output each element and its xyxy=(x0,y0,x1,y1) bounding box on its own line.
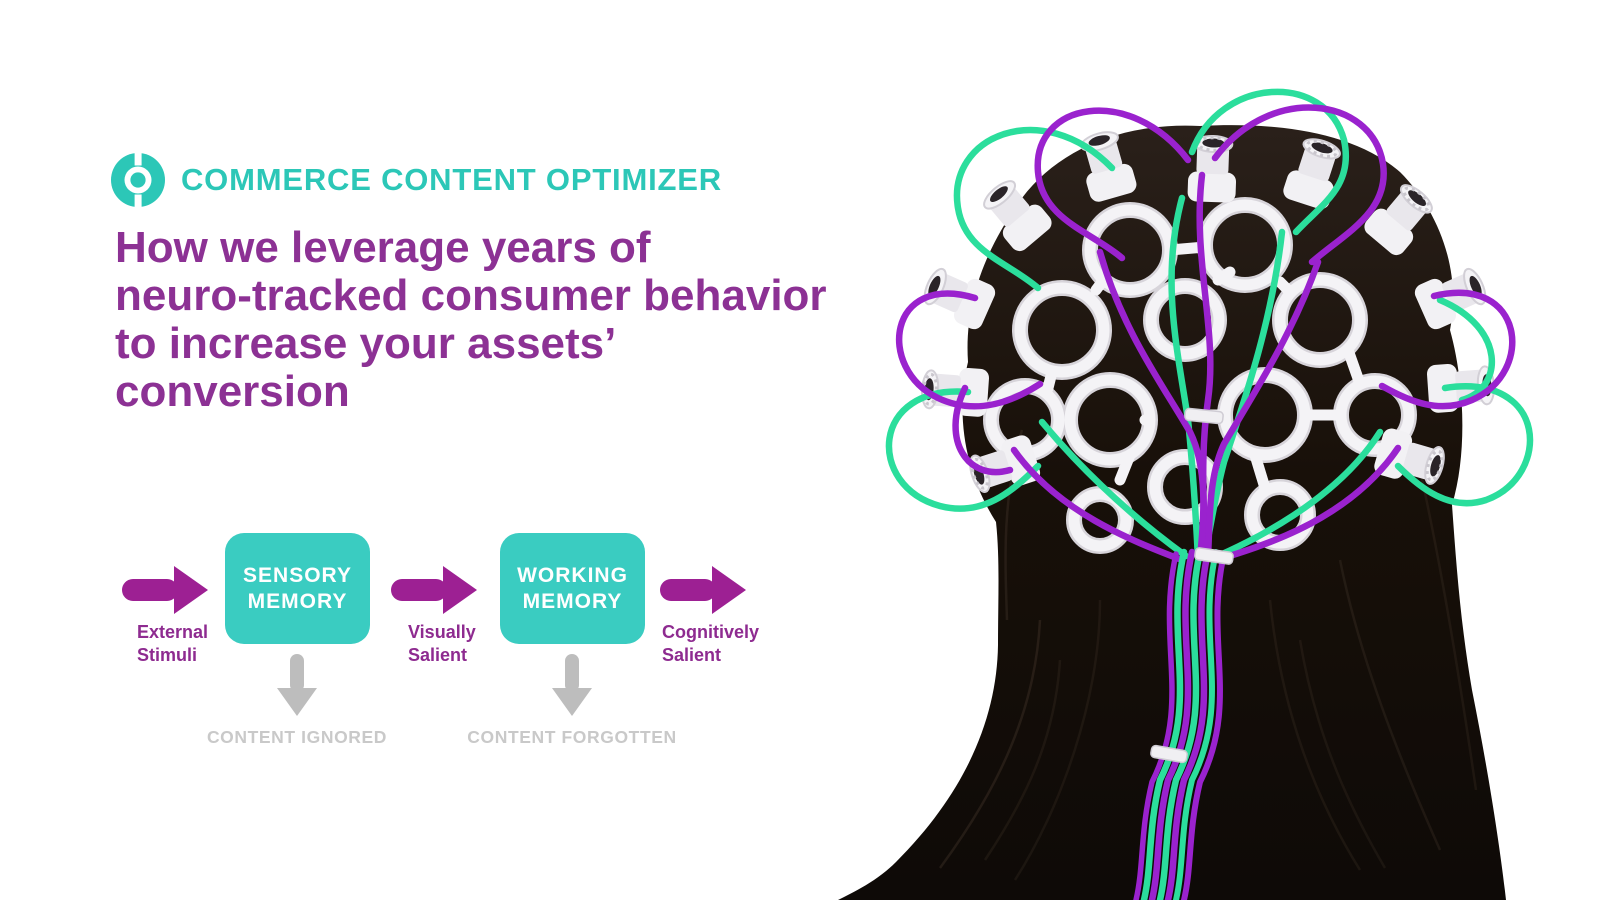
brand-header: COMMERCE CONTENT OPTIMIZER xyxy=(110,152,722,208)
sensory-memory-line2: MEMORY xyxy=(247,589,348,613)
heading-line-2: neuro-tracked consumer behavior xyxy=(115,271,827,320)
brand-name: COMMERCE CONTENT OPTIMIZER xyxy=(181,162,722,197)
dropout-arrow-2-icon xyxy=(552,654,592,716)
memory-flow-diagram: SENSORY MEMORY WORKING MEMORY External S… xyxy=(122,533,759,747)
sensory-memory-box: SENSORY MEMORY xyxy=(225,533,370,644)
visually-salient-line1: Visually xyxy=(408,622,476,642)
eeg-wires-purple xyxy=(895,104,1516,564)
working-memory-line2: MEMORY xyxy=(522,589,623,613)
flow-arrow-3-icon xyxy=(660,566,746,614)
wire-bundle xyxy=(1133,548,1227,900)
cognitively-salient-line1: Cognitively xyxy=(662,622,760,642)
cognitively-salient-line2: Salient xyxy=(662,645,722,665)
heading-line-3: to increase your assets’ xyxy=(115,319,617,368)
sensory-memory-line1: SENSORY xyxy=(243,563,352,587)
working-memory-line1: WORKING xyxy=(517,563,628,587)
visually-salient-label: Visually Salient xyxy=(408,621,476,667)
flow-arrow-1-icon xyxy=(122,566,208,614)
cable-ties xyxy=(1150,407,1234,764)
heading-line-1: How we leverage years of xyxy=(115,223,651,272)
flow-arrow-2-icon xyxy=(391,566,477,614)
eeg-cap-photo xyxy=(838,88,1534,900)
brand-logo-icon xyxy=(111,152,165,208)
heading-line-4: conversion xyxy=(115,367,350,416)
cognitively-salient-label: Cognitively Salient xyxy=(662,621,759,667)
working-memory-box: WORKING MEMORY xyxy=(500,533,645,644)
external-stimuli-line2: Stimuli xyxy=(137,645,198,665)
content-forgotten-label: CONTENT FORGOTTEN xyxy=(467,727,677,747)
external-stimuli-label: External Stimuli xyxy=(137,621,208,667)
external-stimuli-line1: External xyxy=(137,622,209,642)
content-ignored-label: CONTENT IGNORED xyxy=(206,727,388,747)
page-title: How we leverage years of neuro-tracked c… xyxy=(115,224,895,416)
dropout-arrow-1-icon xyxy=(277,654,317,716)
visually-salient-line2: Salient xyxy=(408,645,468,665)
